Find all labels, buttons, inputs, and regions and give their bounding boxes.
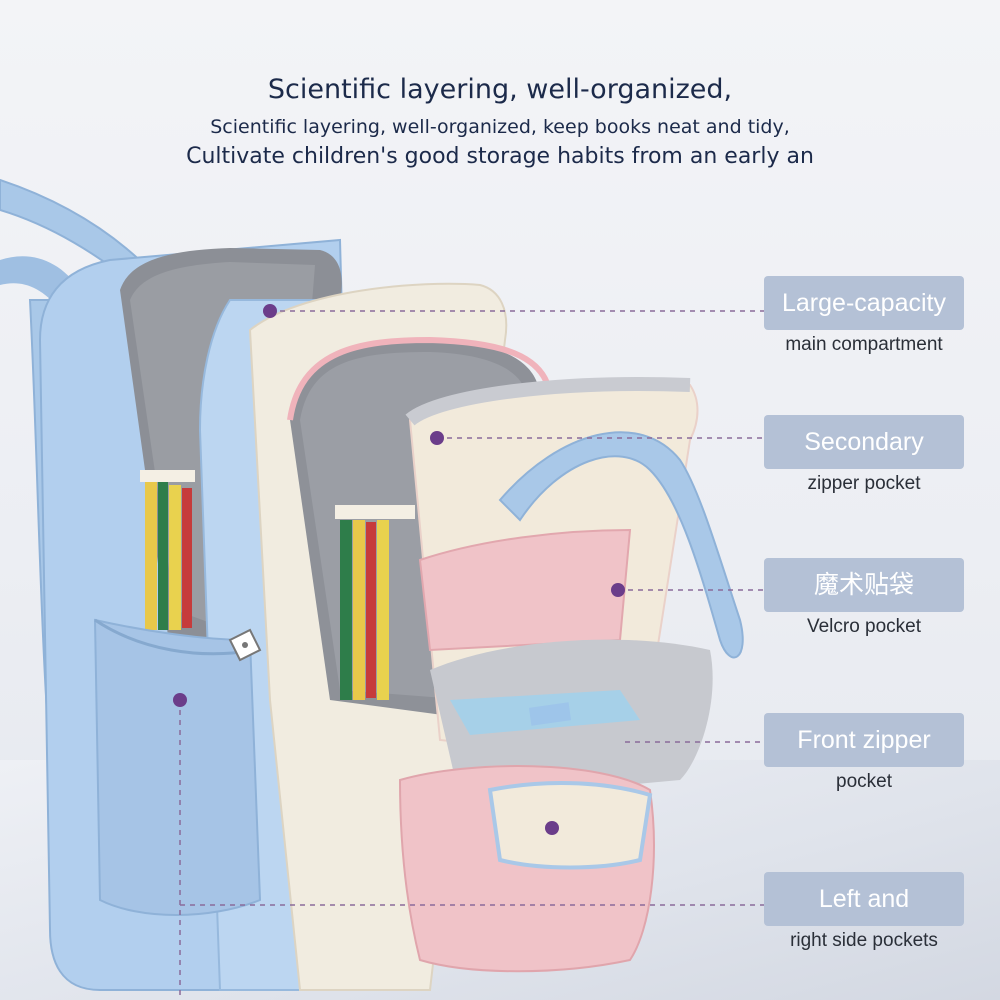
leader-lines bbox=[179, 310, 764, 1000]
marker-dots bbox=[173, 304, 625, 835]
callout-subtitle: Velcro pocket bbox=[806, 616, 922, 637]
callout-subtitle: right side pockets bbox=[790, 930, 938, 951]
callout-large-capacity: Large-capacity main compartment bbox=[764, 276, 964, 356]
velcro-pocket-pink bbox=[418, 528, 632, 652]
marker-dot-icon bbox=[173, 693, 187, 707]
marker-dot-icon bbox=[263, 304, 277, 318]
books-secondary bbox=[335, 505, 415, 700]
callout-front-zipper: Front zipper pocket bbox=[764, 713, 964, 793]
callout-subtitle: pocket bbox=[836, 771, 892, 792]
side-pocket bbox=[93, 618, 262, 916]
callout-subtitle: main compartment bbox=[785, 334, 943, 355]
callout-title: Large-capacity bbox=[764, 276, 964, 330]
carry-handle bbox=[498, 431, 744, 659]
books-main bbox=[140, 470, 195, 630]
marker-dot-icon bbox=[545, 821, 559, 835]
headline-line-1: Scientific layering, well-organized, bbox=[267, 74, 733, 105]
callout-secondary: Secondary zipper pocket bbox=[764, 415, 964, 495]
callout-subtitle: zipper pocket bbox=[807, 473, 921, 494]
callout-side-pockets: Left and right side pockets bbox=[764, 872, 964, 952]
headline-line-2: Scientific layering, well-organized, kee… bbox=[210, 116, 790, 138]
callout-title: Secondary bbox=[764, 415, 964, 469]
headline-line-3: Cultivate children's good storage habits… bbox=[186, 144, 814, 169]
callout-title: Front zipper bbox=[764, 713, 964, 767]
marker-dot-icon bbox=[430, 431, 444, 445]
callout-title: 魔术贴袋 bbox=[764, 558, 964, 612]
zipper-pull-icon bbox=[228, 628, 262, 662]
callout-title: Left and bbox=[764, 872, 964, 926]
callout-velcro: 魔术贴袋 Velcro pocket bbox=[764, 558, 964, 638]
marker-dot-icon bbox=[611, 583, 625, 597]
